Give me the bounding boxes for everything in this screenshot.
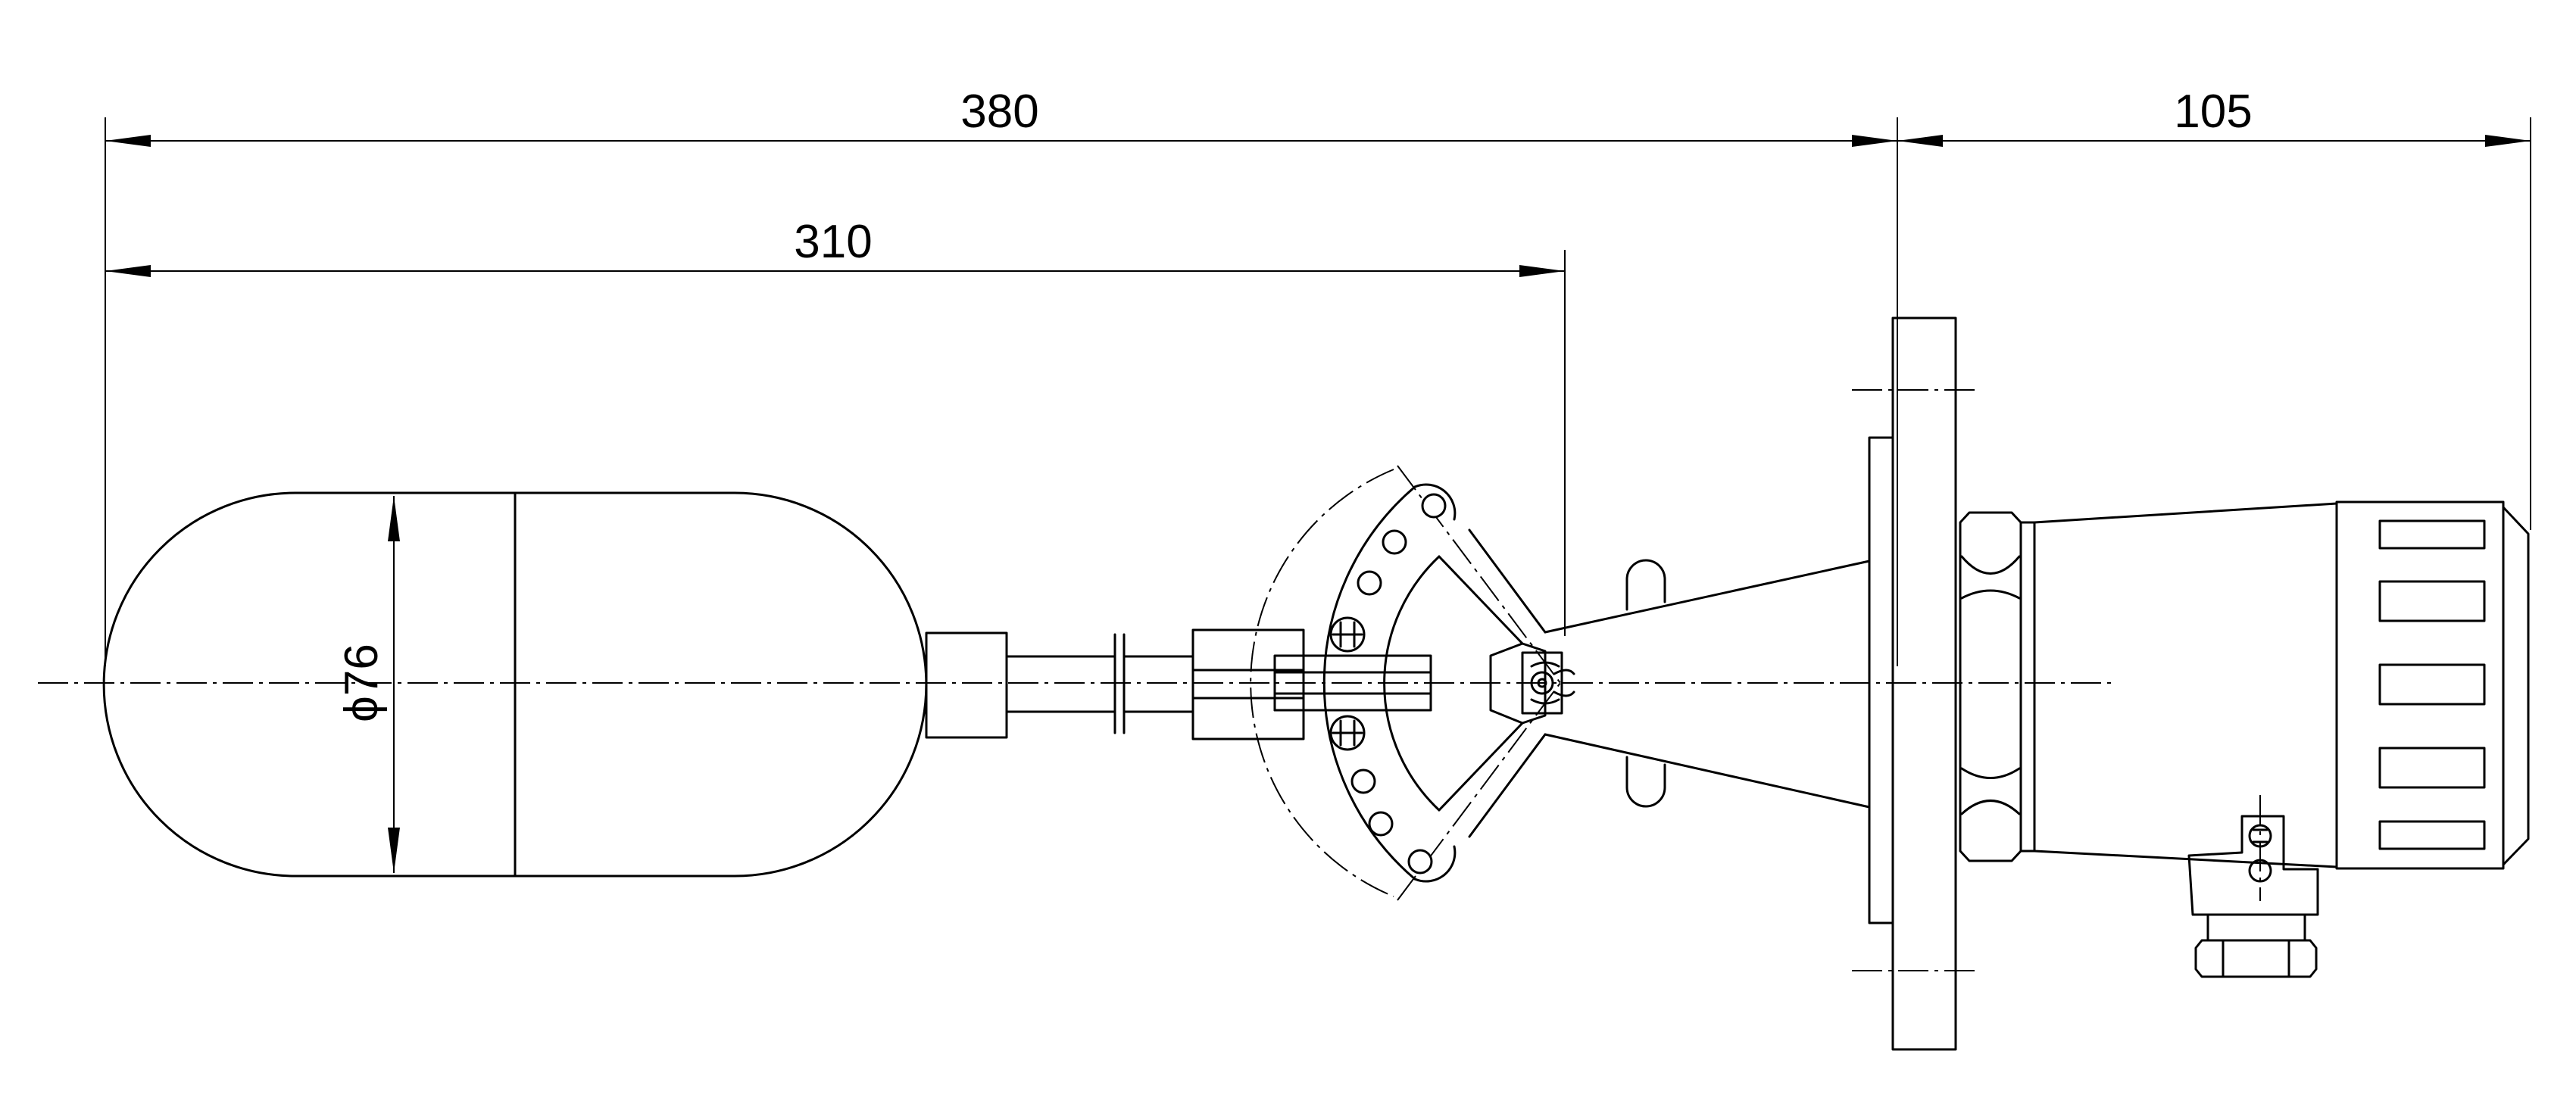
dimension-label-105: 105 [2174,86,2252,138]
pivot-arm [1273,654,1432,712]
dimension-label-310: 310 [794,216,872,268]
float-ball: ϕ76 [102,491,928,878]
sector-plate [1250,465,1561,901]
float-rod [1005,633,1194,734]
dimension-380: 380 [105,86,1898,666]
switch-housing [2033,500,2530,870]
float-coupling [925,631,1008,739]
dimension-label-diameter: ϕ76 [336,644,388,722]
mounting-flange [1852,316,1981,1051]
fork-bracket [1438,528,1575,838]
rod-clamp [1191,628,1305,740]
dimension-label-380: 380 [960,86,1038,138]
housing-neck [1544,559,1871,809]
dimension-310: 310 [105,216,1566,636]
hex-nut [1959,511,2036,862]
dimension-105: 105 [1897,86,2531,530]
cable-gland [2187,795,2319,978]
